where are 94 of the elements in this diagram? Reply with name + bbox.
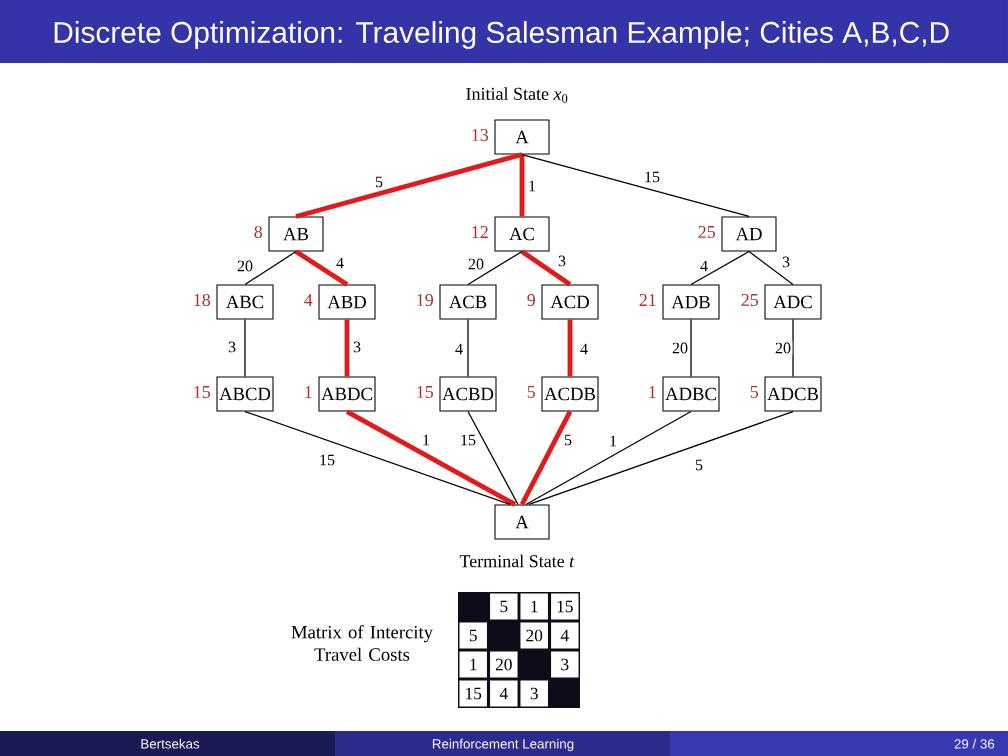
- edge-line: [467, 318, 469, 378]
- cost-label: 1: [305, 386, 312, 398]
- state-box: ADB: [662, 284, 720, 320]
- edge-label: 4: [578, 342, 590, 356]
- state-box: ABCD: [216, 376, 274, 412]
- matrix-cell: 5: [490, 593, 518, 620]
- edge-label: 15: [458, 433, 478, 447]
- edge-label: 4: [334, 256, 346, 270]
- state-box: ACDB: [541, 376, 599, 412]
- footer-author: Bertsekas: [0, 731, 335, 756]
- cost-label: 1: [649, 386, 656, 398]
- edge-line: [467, 250, 523, 286]
- state-box: ACD: [541, 284, 599, 320]
- state-box: ACBD: [439, 376, 497, 412]
- cost-label: 5: [750, 386, 759, 398]
- thick-edge-line: [519, 154, 525, 217]
- edge-line: [467, 410, 519, 506]
- cost-label: 21: [639, 294, 656, 306]
- edge-line: [521, 153, 750, 218]
- edge-line: [792, 318, 794, 378]
- edge-label: 3: [780, 255, 792, 269]
- cost-label: 15: [417, 385, 434, 398]
- edge-line: [690, 318, 692, 378]
- edge-label: 1: [607, 434, 619, 448]
- state-box: ACB: [439, 284, 497, 320]
- edge-label: 5: [693, 458, 705, 472]
- matrix-cell: 5: [459, 622, 487, 649]
- state-box: ADCB: [764, 376, 822, 412]
- footer-title: Reinforcement Learning: [335, 731, 670, 756]
- edge-label: 20: [773, 341, 793, 355]
- state-box: ABD: [318, 284, 376, 320]
- thick-edge-line: [344, 319, 350, 377]
- matrix-cell: 3: [520, 680, 548, 707]
- matrix-cell: 20: [520, 622, 548, 649]
- matrix-cell: 20: [490, 651, 518, 678]
- thick-edge-line: [567, 319, 573, 377]
- cost-label: 15: [194, 385, 211, 398]
- state-box: AD: [721, 216, 777, 252]
- thick-edge-line: [519, 410, 573, 506]
- edge-line: [525, 410, 692, 506]
- state-box: ABDC: [318, 376, 376, 412]
- edge-label: 5: [373, 175, 385, 189]
- state-box: ADBC: [662, 376, 720, 412]
- edge-line: [528, 410, 794, 506]
- matrix-cell: 1: [459, 651, 487, 678]
- state-box: A: [494, 504, 550, 540]
- cost-label: 25: [698, 225, 716, 239]
- edge-label: 1: [420, 433, 432, 447]
- cost-label: 25: [741, 293, 759, 307]
- edge-label: 20: [466, 257, 486, 271]
- edge-line: [244, 250, 297, 286]
- state-box: AB: [268, 216, 324, 252]
- matrix-cell: 1: [520, 593, 548, 620]
- edge-line: [244, 318, 246, 378]
- edge-label: 5: [562, 433, 574, 447]
- edge-label: 3: [351, 340, 363, 354]
- thick-edge-line: [295, 152, 523, 219]
- matrix-cell: 4: [551, 622, 579, 649]
- title-bar: Discrete Optimization: Traveling Salesman Example; Cities A,B,C,D: [0, 0, 1008, 63]
- matrix-cell: 15: [551, 593, 579, 620]
- edge-line: [244, 410, 511, 506]
- edge-label: 20: [670, 341, 690, 355]
- cost-label: 8: [254, 225, 263, 239]
- thick-edge-line: [345, 409, 517, 507]
- cost-label: 18: [194, 293, 211, 307]
- cost-label: 5: [527, 386, 536, 398]
- edge-label: 3: [556, 254, 568, 268]
- matrix-cell: 15: [459, 680, 487, 707]
- edge-label: 4: [698, 259, 710, 273]
- cost-label: 19: [417, 293, 433, 307]
- matrix-cell: 3: [551, 651, 579, 678]
- matrix-cell: 4: [490, 680, 518, 707]
- state-caption: Initial State x$_{0}$: [466, 87, 568, 103]
- thick-edge-line: [520, 249, 572, 287]
- state-box: AC: [494, 216, 550, 252]
- state-box: ABC: [216, 284, 274, 320]
- edge-line: [690, 250, 750, 286]
- cost-label: 12: [472, 226, 488, 238]
- edge-label: 15: [642, 170, 662, 184]
- edge-label: 1: [526, 179, 538, 193]
- edge-label: 15: [317, 453, 337, 467]
- state-box: ADC: [764, 284, 822, 320]
- thick-edge-line: [294, 249, 349, 287]
- state-caption: Terminal State t: [459, 554, 575, 568]
- edge-label: 4: [453, 342, 465, 356]
- edge-label: 20: [235, 259, 255, 273]
- cost-label: 4: [304, 294, 313, 306]
- edge-line: [748, 250, 794, 286]
- matrix-caption: Matrix of Intercity Travel Costs: [291, 625, 433, 661]
- cost-label: 9: [527, 293, 535, 307]
- page-number: 29 / 36: [670, 731, 1008, 756]
- edge-label: 3: [226, 340, 238, 354]
- cost-label: 13: [472, 128, 489, 142]
- state-box: A: [494, 119, 550, 155]
